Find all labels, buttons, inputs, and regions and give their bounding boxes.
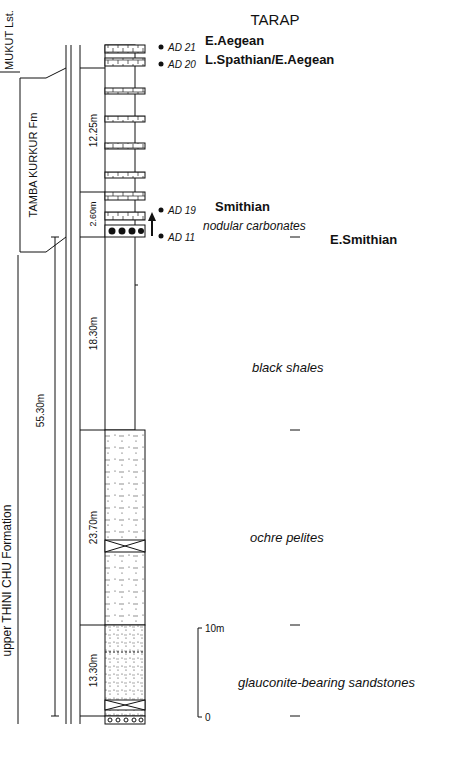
column-label: nodular carbonates — [203, 220, 306, 233]
unit-label: upper THINI CHU Formation — [1, 504, 14, 656]
column-label: L.Spathian/E.Aegean — [205, 53, 334, 67]
column-label: black shales — [252, 361, 324, 375]
section-title: TARAP — [251, 12, 300, 29]
column-label: AD 11 — [168, 232, 195, 243]
unit-label: 23.70m — [88, 510, 99, 543]
column-label: AD 20 — [168, 59, 196, 70]
column-label: ochre pelites — [250, 531, 324, 545]
unit-label: 18.30m — [88, 316, 99, 349]
column-label: Smithian — [215, 200, 270, 214]
column-label: AD 19 — [168, 205, 196, 216]
column-label: glauconite-bearing sandstones — [238, 676, 415, 690]
column-label: E.Aegean — [205, 34, 264, 48]
column-label: 10m — [205, 623, 224, 634]
unit-label: 2.60m — [88, 201, 98, 226]
column-label: AD 21 — [168, 42, 196, 53]
column-label: 0 — [205, 712, 211, 723]
unit-label: 55.30m — [35, 393, 46, 426]
unit-label: MUKUT Lst. — [3, 10, 15, 70]
unit-label: 13.30m — [88, 653, 99, 686]
column-label: E.Smithian — [330, 233, 397, 247]
unit-label: 12.25m — [88, 113, 99, 146]
unit-label: TAMBA KURKUR Fm — [27, 113, 39, 218]
